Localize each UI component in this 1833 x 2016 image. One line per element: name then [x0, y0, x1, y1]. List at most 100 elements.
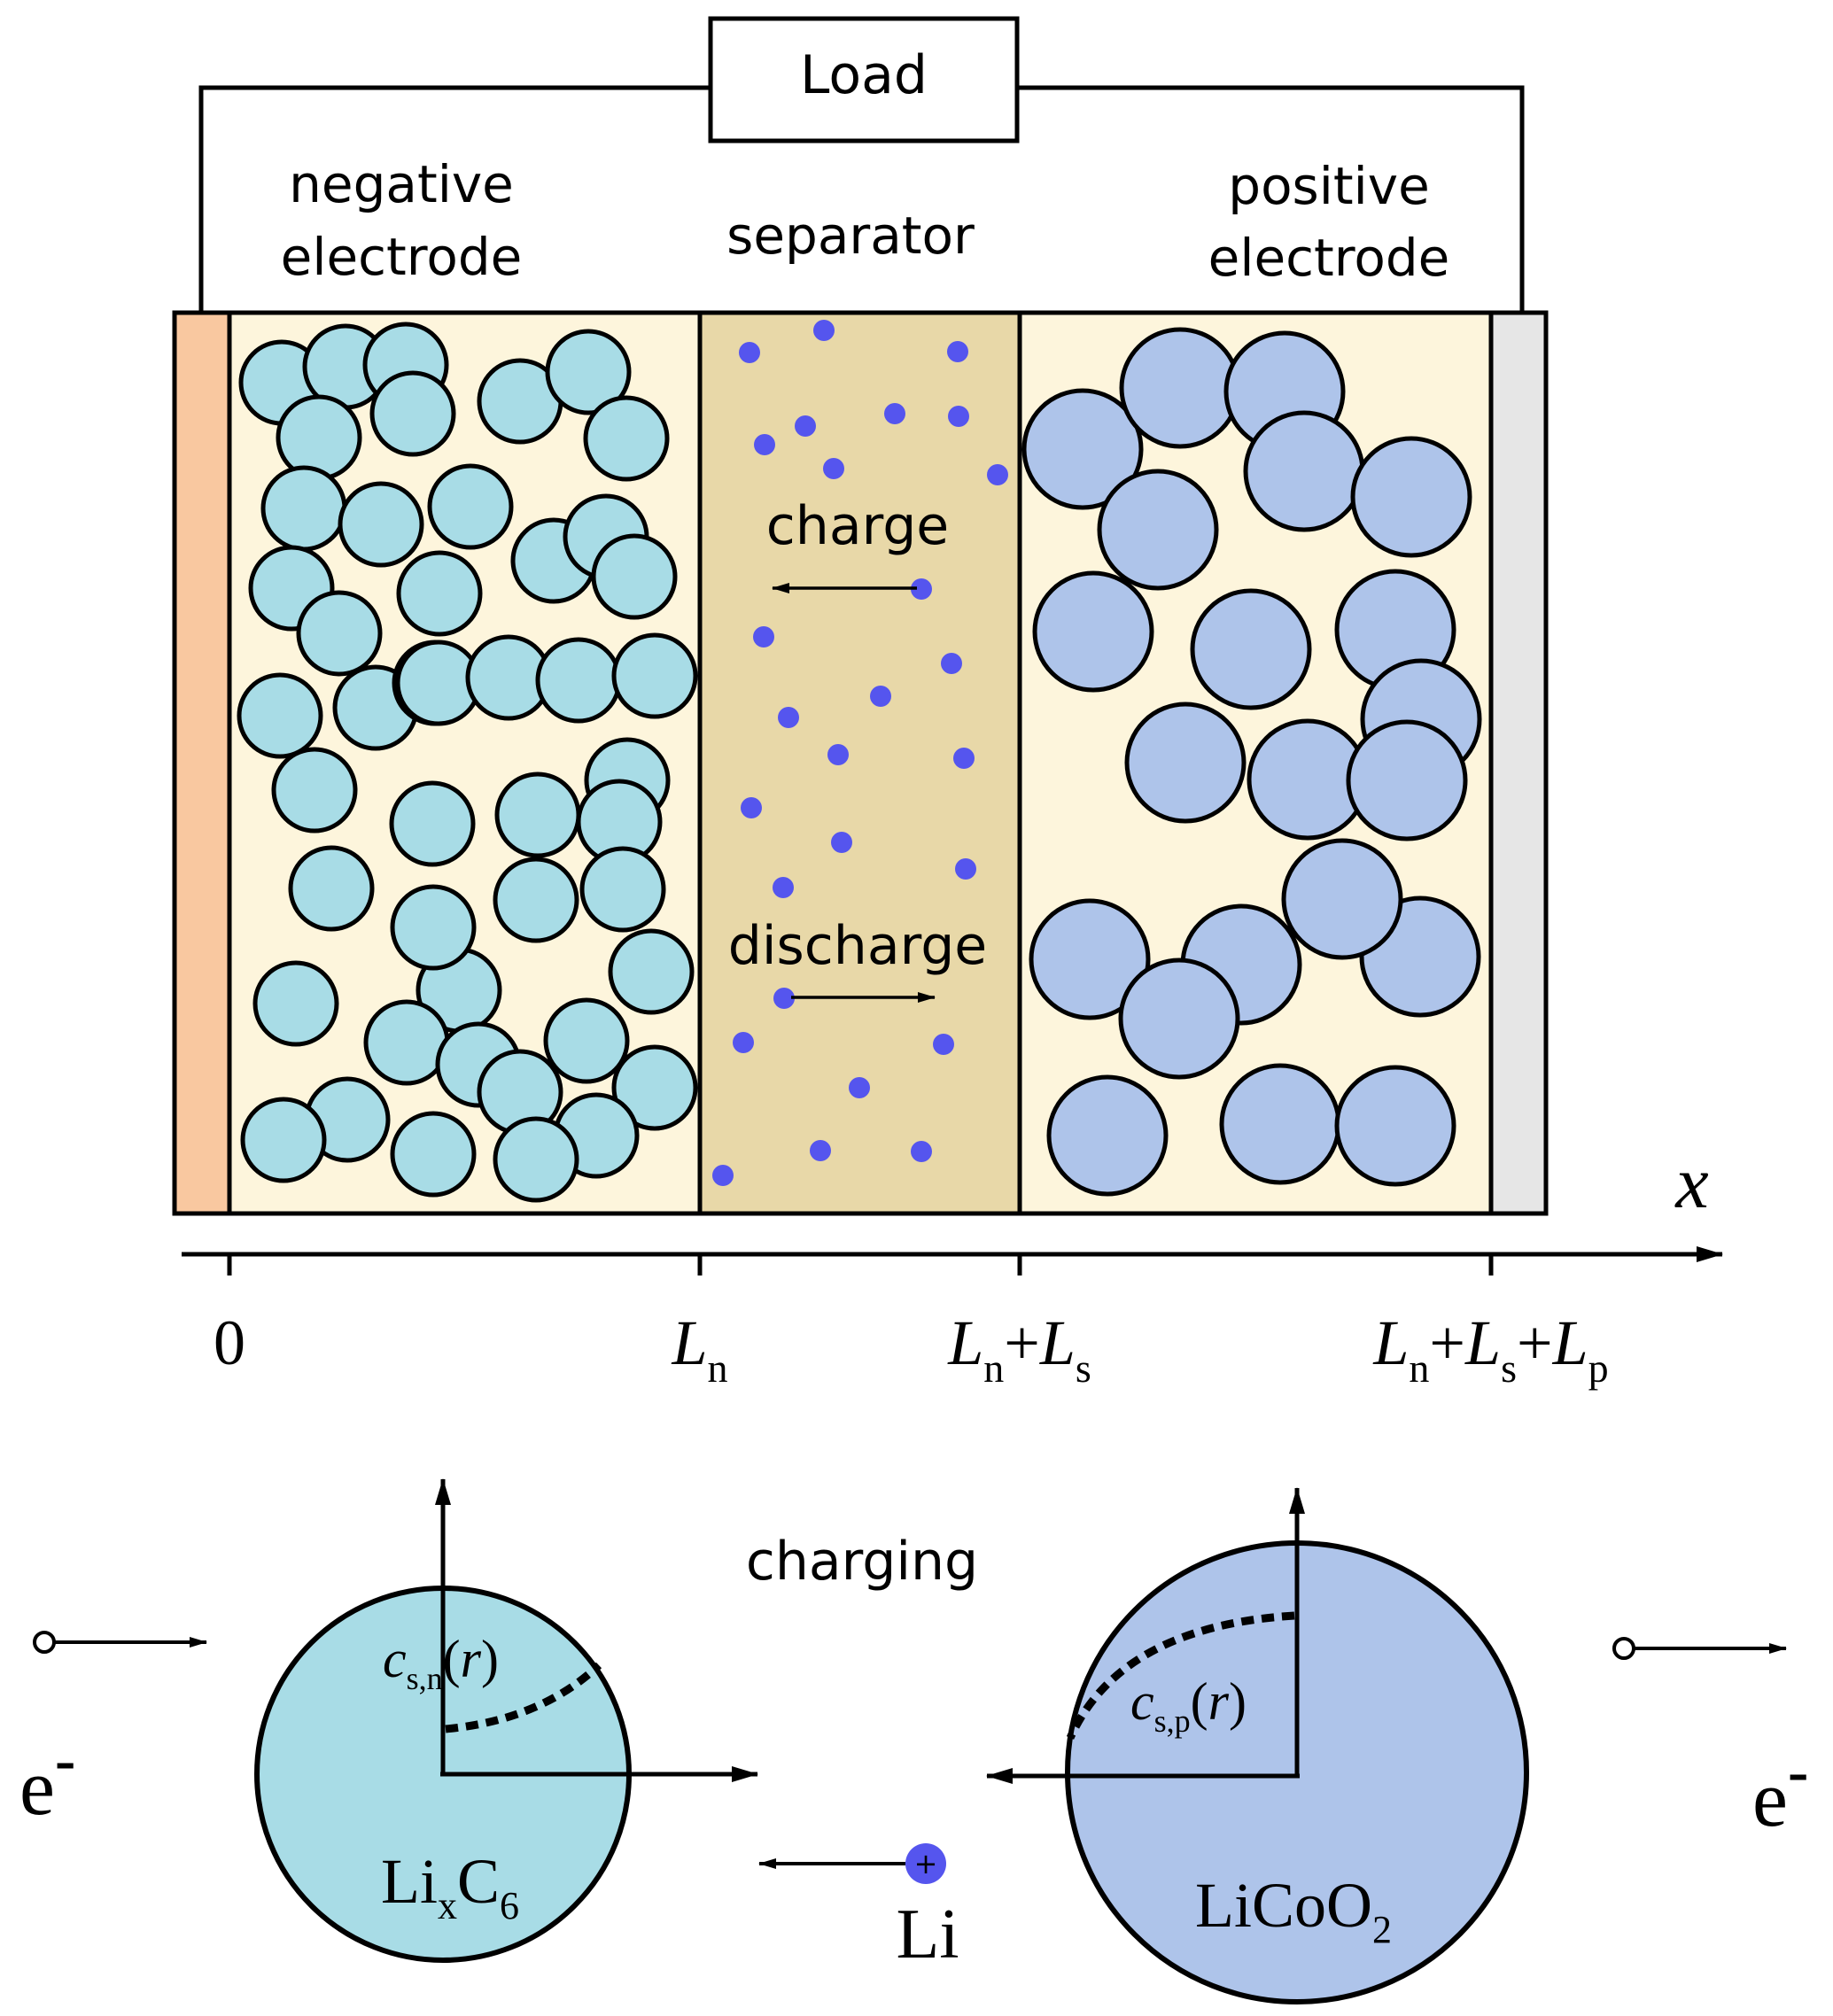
negative-particle-15: [296, 590, 383, 677]
lithium-ion-12: [941, 653, 962, 674]
positive-concentration-curve: [1066, 1611, 1295, 1740]
negative-particle-34: [390, 884, 477, 971]
positive-current-collector: [1491, 313, 1546, 1213]
negative-particle-37: [363, 999, 450, 1086]
negative-particle-35: [608, 928, 695, 1015]
lithium-ion-25: [810, 1140, 831, 1161]
right-electron-label: e-: [1752, 1738, 1808, 1843]
positive-particle-2: [1119, 327, 1241, 449]
negative-concentration-label: cs,n(r): [383, 1630, 499, 1696]
negative-particle-32: [493, 857, 579, 943]
positive-particle-16: [1029, 898, 1151, 1020]
discharge-label: discharge: [728, 915, 987, 977]
negative-particle-10: [338, 481, 424, 568]
lithium-ion-16: [953, 748, 975, 769]
lithium-ion-17: [741, 797, 762, 818]
positive-particle-21: [1334, 1065, 1456, 1187]
left-electron-label: e-: [19, 1726, 75, 1832]
positive-particle-8: [1190, 588, 1312, 710]
tick-label-ln-ls: Ln+Ls: [947, 1307, 1091, 1391]
lithium-ion-27: [712, 1165, 734, 1186]
positive-material-label: LiCoO2: [1195, 1870, 1392, 1951]
negative-particle-44: [240, 1097, 327, 1183]
separator-label: separator: [726, 205, 975, 266]
positive-particle-12: [1124, 702, 1247, 824]
tick-label-ln-ls-lp: Ln+Ls+Lp: [1372, 1307, 1608, 1391]
lithium-ion-20: [773, 877, 794, 898]
lithium-ion-13: [870, 686, 891, 707]
negative-particle-24: [611, 632, 698, 719]
separator-ions: [712, 320, 1008, 1186]
positive-particle-7: [1032, 570, 1154, 693]
tick-labels: 0 Ln Ln+Ls Ln+Ls+Lp: [214, 1307, 1609, 1391]
negative-particle-9: [260, 465, 347, 552]
li-ion-label: Li: [896, 1896, 959, 1973]
negative-particle-11: [427, 463, 514, 550]
lithium-ion-5: [884, 403, 905, 424]
negative-particle-23: [535, 637, 622, 724]
positive-particle-17: [1281, 838, 1403, 960]
lithium-ion-3: [739, 342, 760, 363]
positive-particle-13: [1346, 719, 1468, 841]
positive-electrode-label-line1: positive: [1228, 156, 1430, 216]
left-electron-terminal: [33, 1631, 56, 1654]
negative-particle-16: [396, 550, 483, 637]
tick-label-zero: 0: [214, 1307, 245, 1378]
right-electron-terminal: [1612, 1637, 1635, 1660]
lithium-ion-14: [778, 707, 799, 728]
lithium-ion-19: [955, 858, 976, 880]
load-box: [708, 16, 1020, 143]
charge-label: charge: [766, 495, 949, 557]
negative-particle-45: [390, 1111, 477, 1198]
load-label: Load: [800, 44, 928, 106]
lithium-ion-10: [911, 578, 932, 600]
positive-particles: [1021, 327, 1482, 1197]
negative-particle-17: [591, 533, 678, 620]
negative-particle-29: [288, 845, 375, 932]
negative-concentration-curve: [445, 1662, 602, 1733]
li-ion-charge: +: [914, 1847, 938, 1880]
negative-particle-36: [252, 960, 339, 1047]
charging-label: charging: [746, 1531, 978, 1593]
negative-particle-28: [389, 780, 476, 867]
positive-particle-5: [1097, 469, 1219, 591]
lithium-ion-21: [773, 988, 795, 1009]
negative-particle-7: [545, 329, 632, 415]
negative-particle-27: [494, 772, 581, 858]
positive-particle-20: [1219, 1063, 1341, 1185]
negative-particle-20: [237, 672, 323, 759]
lithium-ion-9: [987, 464, 1008, 485]
positive-concentration-label: cs,p(r): [1130, 1672, 1247, 1739]
cell-outline: [172, 310, 1549, 1216]
positive-particle-1: [1021, 388, 1144, 510]
positive-particle-6: [1350, 436, 1472, 558]
lithium-ion-22: [933, 1034, 954, 1055]
negative-electrode-label-line1: negative: [289, 154, 514, 214]
negative-particle-41: [611, 1044, 698, 1131]
negative-particle-31: [579, 846, 666, 933]
x-axis-variable: x: [1674, 1142, 1708, 1224]
lithium-ion-24: [849, 1077, 870, 1098]
negative-particle-4: [369, 370, 456, 457]
tick-label-ln: Ln: [671, 1307, 727, 1391]
negative-particles: [237, 322, 698, 1203]
lithium-ion-15: [827, 744, 849, 765]
negative-particle-8: [583, 395, 670, 482]
lithium-ion-6: [754, 434, 775, 455]
lithium-ion-7: [795, 415, 816, 437]
lithium-ion-4: [948, 406, 969, 427]
negative-electrode-label-line2: electrode: [281, 227, 523, 287]
lithium-ion-23: [733, 1032, 754, 1053]
negative-particle-25: [271, 747, 358, 834]
negative-material-label: LixC6: [381, 1846, 519, 1927]
negative-current-collector: [175, 313, 229, 1213]
positive-particle-4: [1243, 410, 1365, 532]
positive-electrode-label-line2: electrode: [1208, 228, 1450, 288]
lithium-ion-2: [947, 341, 968, 362]
lithium-ion-1: [813, 320, 835, 341]
lithium-ion-8: [823, 458, 844, 479]
negative-particle-5: [276, 394, 362, 481]
positive-particle-18: [1118, 958, 1240, 1080]
lithium-ion-26: [911, 1141, 932, 1162]
